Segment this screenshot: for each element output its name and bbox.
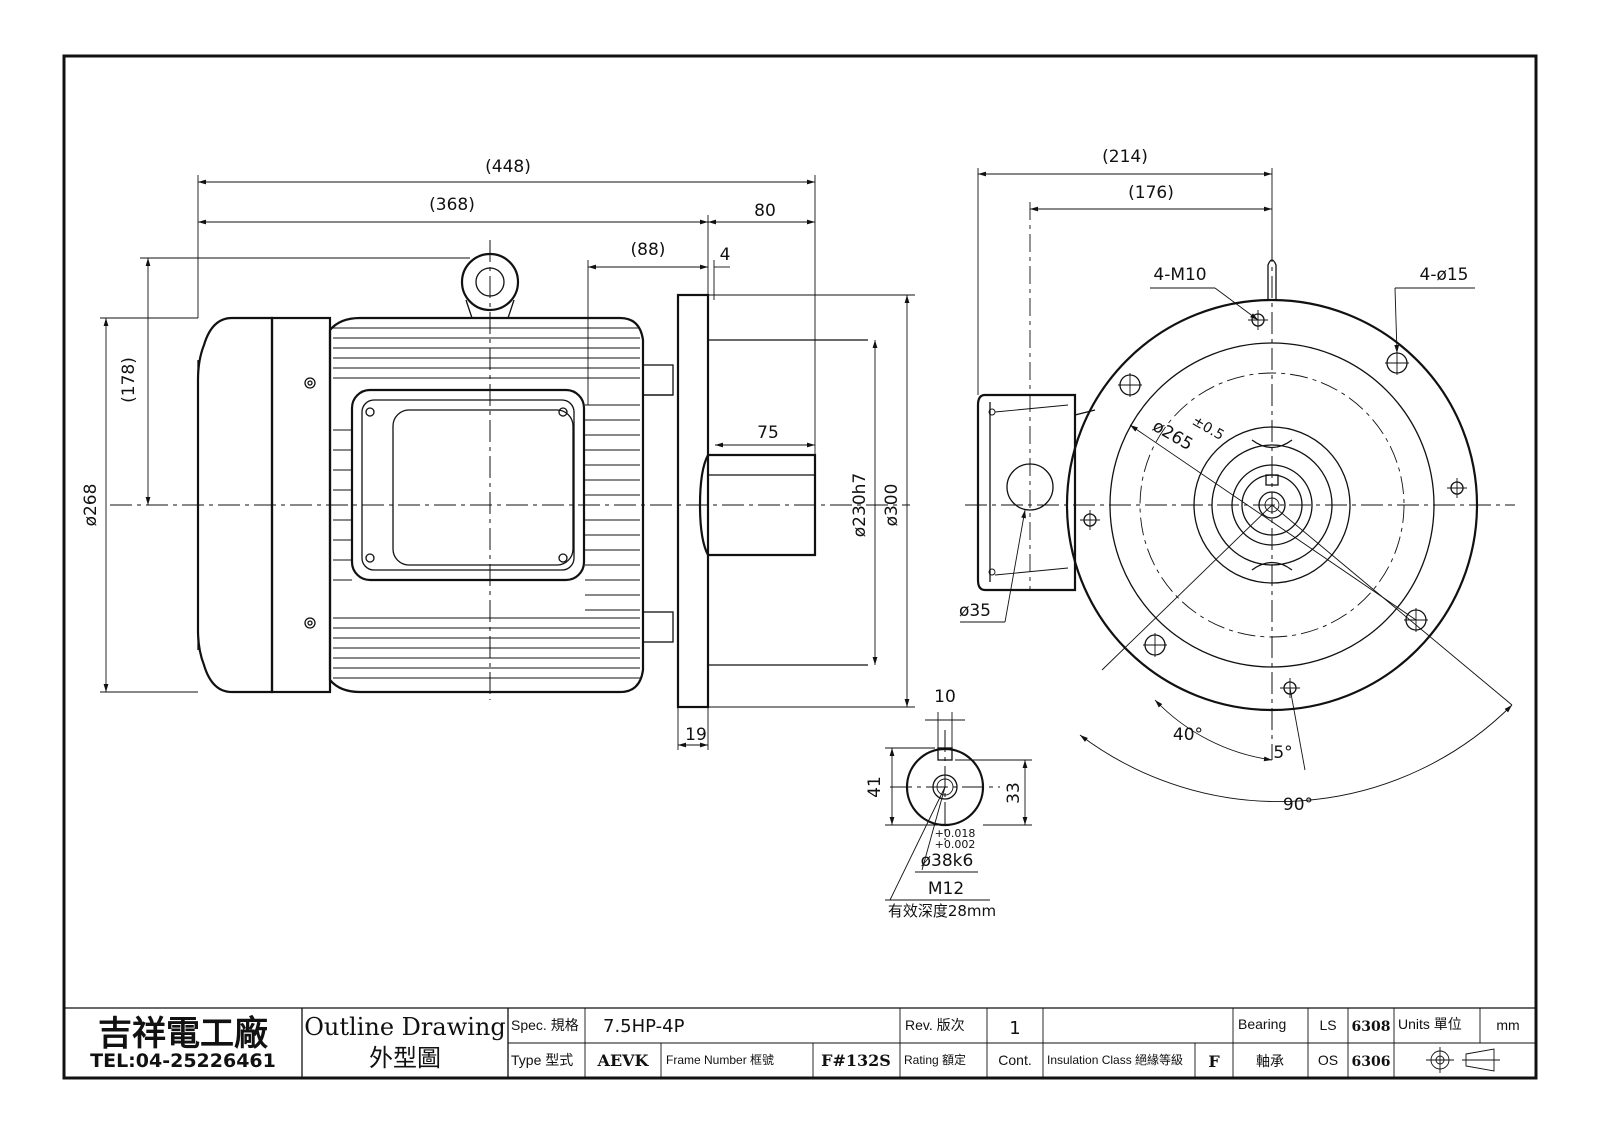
rating-label: Rating 額定 xyxy=(904,1052,966,1067)
drawing-border xyxy=(62,54,1538,1080)
company-tel: TEL:04-25226461 xyxy=(90,1050,276,1072)
company-name: 吉祥電工廠 xyxy=(98,1014,268,1054)
type-label: Type 型式 xyxy=(511,1052,573,1068)
dim-key-width: 10 xyxy=(934,687,956,707)
dim-gap: 4 xyxy=(720,245,731,265)
side-view: (448) (368) 80 (88) 4 (178) ø268 75 ø230… xyxy=(81,157,915,750)
dim-angle-5: 5° xyxy=(1273,743,1292,763)
dim-flange-diameter: ø300 xyxy=(882,484,902,527)
dim-key-depth: 33 xyxy=(1004,782,1024,804)
dim-pilot-diameter: ø230h7 xyxy=(850,473,870,537)
dim-height: (178) xyxy=(119,357,139,403)
dim-pcd: ø265 xyxy=(1149,416,1196,455)
frame-label: Frame Number 框號 xyxy=(666,1053,774,1067)
dim-angle-90: 90° xyxy=(1283,795,1313,815)
insulation-value: F xyxy=(1208,1052,1220,1071)
rev-label: Rev. 版次 xyxy=(905,1017,965,1033)
os-label: OS xyxy=(1318,1052,1338,1068)
flange-holes xyxy=(1118,351,1428,657)
bearing-label-zh: 軸承 xyxy=(1256,1053,1284,1069)
insulation-label: Insulation Class 絕緣等級 xyxy=(1047,1053,1183,1067)
dim-angle-40: 40° xyxy=(1173,725,1203,745)
drawing-title-en: Outline Drawing xyxy=(304,1013,505,1041)
frame-value: F#132S xyxy=(821,1051,891,1070)
rev-value: 1 xyxy=(1009,1018,1020,1039)
dim-shaft-extension: 80 xyxy=(754,201,776,221)
tol-upper: +0.018 xyxy=(935,827,976,840)
dim-conduit: ø35 xyxy=(959,601,991,621)
spec-label: Spec. 規格 xyxy=(511,1017,579,1033)
bearing-label: Bearing xyxy=(1238,1016,1286,1032)
dim-body-diameter: ø268 xyxy=(81,484,101,527)
dim-flange-thickness: 19 xyxy=(685,725,707,745)
dim-shaft-diameter: ø38k6 xyxy=(921,851,974,871)
ls-value: 6308 xyxy=(1352,1019,1391,1035)
drawing-title-zh: 外型圖 xyxy=(369,1044,441,1072)
shaft-end-detail: 10 41 33 +0.018 +0.002 ø38k6 M12 有效深度28m… xyxy=(865,687,1032,920)
front-view: (214) (176) 4-M10 4-ø15 ø265 ±0.5 ø35 90… xyxy=(959,147,1515,815)
dim-terminal-offset: (176) xyxy=(1128,183,1174,203)
dim-thread: M12 xyxy=(928,879,964,899)
dim-tapped-holes: 4-M10 xyxy=(1153,265,1206,285)
os-value: 6306 xyxy=(1352,1054,1391,1070)
dim-shaft-height: 41 xyxy=(865,776,885,798)
type-value: AEVK xyxy=(597,1051,650,1070)
tapped-holes xyxy=(1080,310,1467,698)
tol-lower: +0.002 xyxy=(935,838,976,851)
dim-front-overall: (214) xyxy=(1102,147,1148,167)
dim-body-length: (368) xyxy=(429,195,475,215)
dim-overall-length: (448) xyxy=(485,157,531,177)
title-block: 吉祥電工廠 TEL:04-25226461 Outline Drawing 外型… xyxy=(64,1007,1536,1078)
dim-thread-depth: 有效深度28mm xyxy=(888,902,996,920)
units-label: Units 單位 xyxy=(1398,1016,1462,1032)
dim-flange-holes: 4-ø15 xyxy=(1420,265,1469,285)
projection-symbol-icon xyxy=(1426,1047,1500,1073)
units-value: mm xyxy=(1496,1017,1519,1033)
dim-flange-offset: (88) xyxy=(631,240,666,260)
ls-label: LS xyxy=(1319,1017,1336,1033)
rating-value: Cont. xyxy=(998,1052,1031,1068)
spec-value: 7.5HP-4P xyxy=(603,1016,685,1037)
dim-shaft-length: 75 xyxy=(757,423,779,443)
